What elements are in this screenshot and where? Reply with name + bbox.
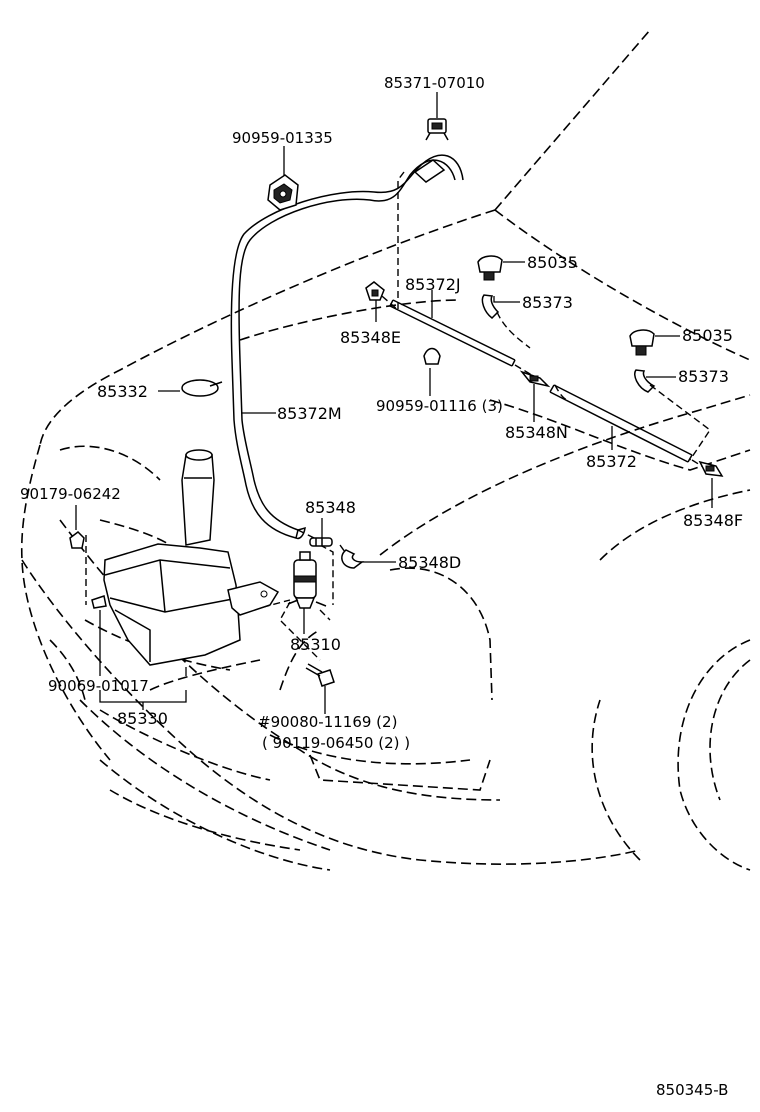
figure-id: 850345-B — [656, 1081, 728, 1099]
bolt-90080-11169 — [305, 663, 335, 687]
label-90959-01116: 90959-01116 (3) — [376, 397, 503, 415]
label-85372j: 85372J — [405, 275, 461, 294]
clamp-90959-01116 — [423, 347, 441, 365]
washer-pump-85310 — [287, 551, 327, 609]
label-85371-07010: 85371-07010 — [384, 74, 485, 92]
elbow-85373-b — [634, 369, 656, 393]
label-85348d: 85348D — [398, 553, 461, 572]
washer-tank-85330 — [91, 449, 280, 666]
nut-90179-06242 — [69, 531, 85, 549]
cap-85332 — [181, 379, 223, 397]
hose-85372 — [549, 384, 693, 463]
label-85348n: 85348N — [505, 423, 568, 442]
part-labels: 85371-07010 90959-01335 85035 85372J 853… — [20, 74, 743, 1099]
clip-85371-07010 — [425, 118, 449, 141]
label-90119-06450: ( 90119-06450 (2) ) — [262, 734, 410, 752]
washer-nozzle-85035-b — [629, 329, 655, 356]
label-85373-b: 85373 — [678, 367, 729, 386]
hose-85372m — [230, 154, 464, 540]
label-85348f: 85348F — [683, 511, 743, 530]
label-90080-11169: #90080-11169 (2) — [258, 713, 397, 731]
label-85348: 85348 — [305, 498, 356, 517]
connector-85348f — [698, 460, 724, 477]
washer-nozzle-85035-a — [477, 255, 503, 281]
label-85373-a: 85373 — [522, 293, 573, 312]
label-85310: 85310 — [290, 635, 341, 654]
label-90179-06242: 90179-06242 — [20, 485, 121, 503]
label-85332: 85332 — [97, 382, 148, 401]
hose-85372j — [389, 299, 516, 367]
connector-85348 — [309, 537, 333, 547]
label-85372: 85372 — [586, 452, 637, 471]
label-90959-01335: 90959-01335 — [232, 129, 333, 147]
label-90069-01017: 90069-01017 — [48, 677, 149, 695]
label-85035-b: 85035 — [682, 326, 733, 345]
label-85348e: 85348E — [340, 328, 401, 347]
clamp-90959-01335 — [267, 174, 299, 211]
elbow-85373-a — [481, 294, 500, 319]
elbow-85348d — [341, 549, 365, 569]
label-85035-a: 85035 — [527, 253, 578, 272]
label-85330: 85330 — [117, 709, 168, 728]
connector-85348n — [519, 370, 551, 388]
connector-85348e — [365, 281, 385, 301]
leader-lines — [75, 92, 713, 714]
label-85372m: 85372M — [277, 404, 342, 423]
